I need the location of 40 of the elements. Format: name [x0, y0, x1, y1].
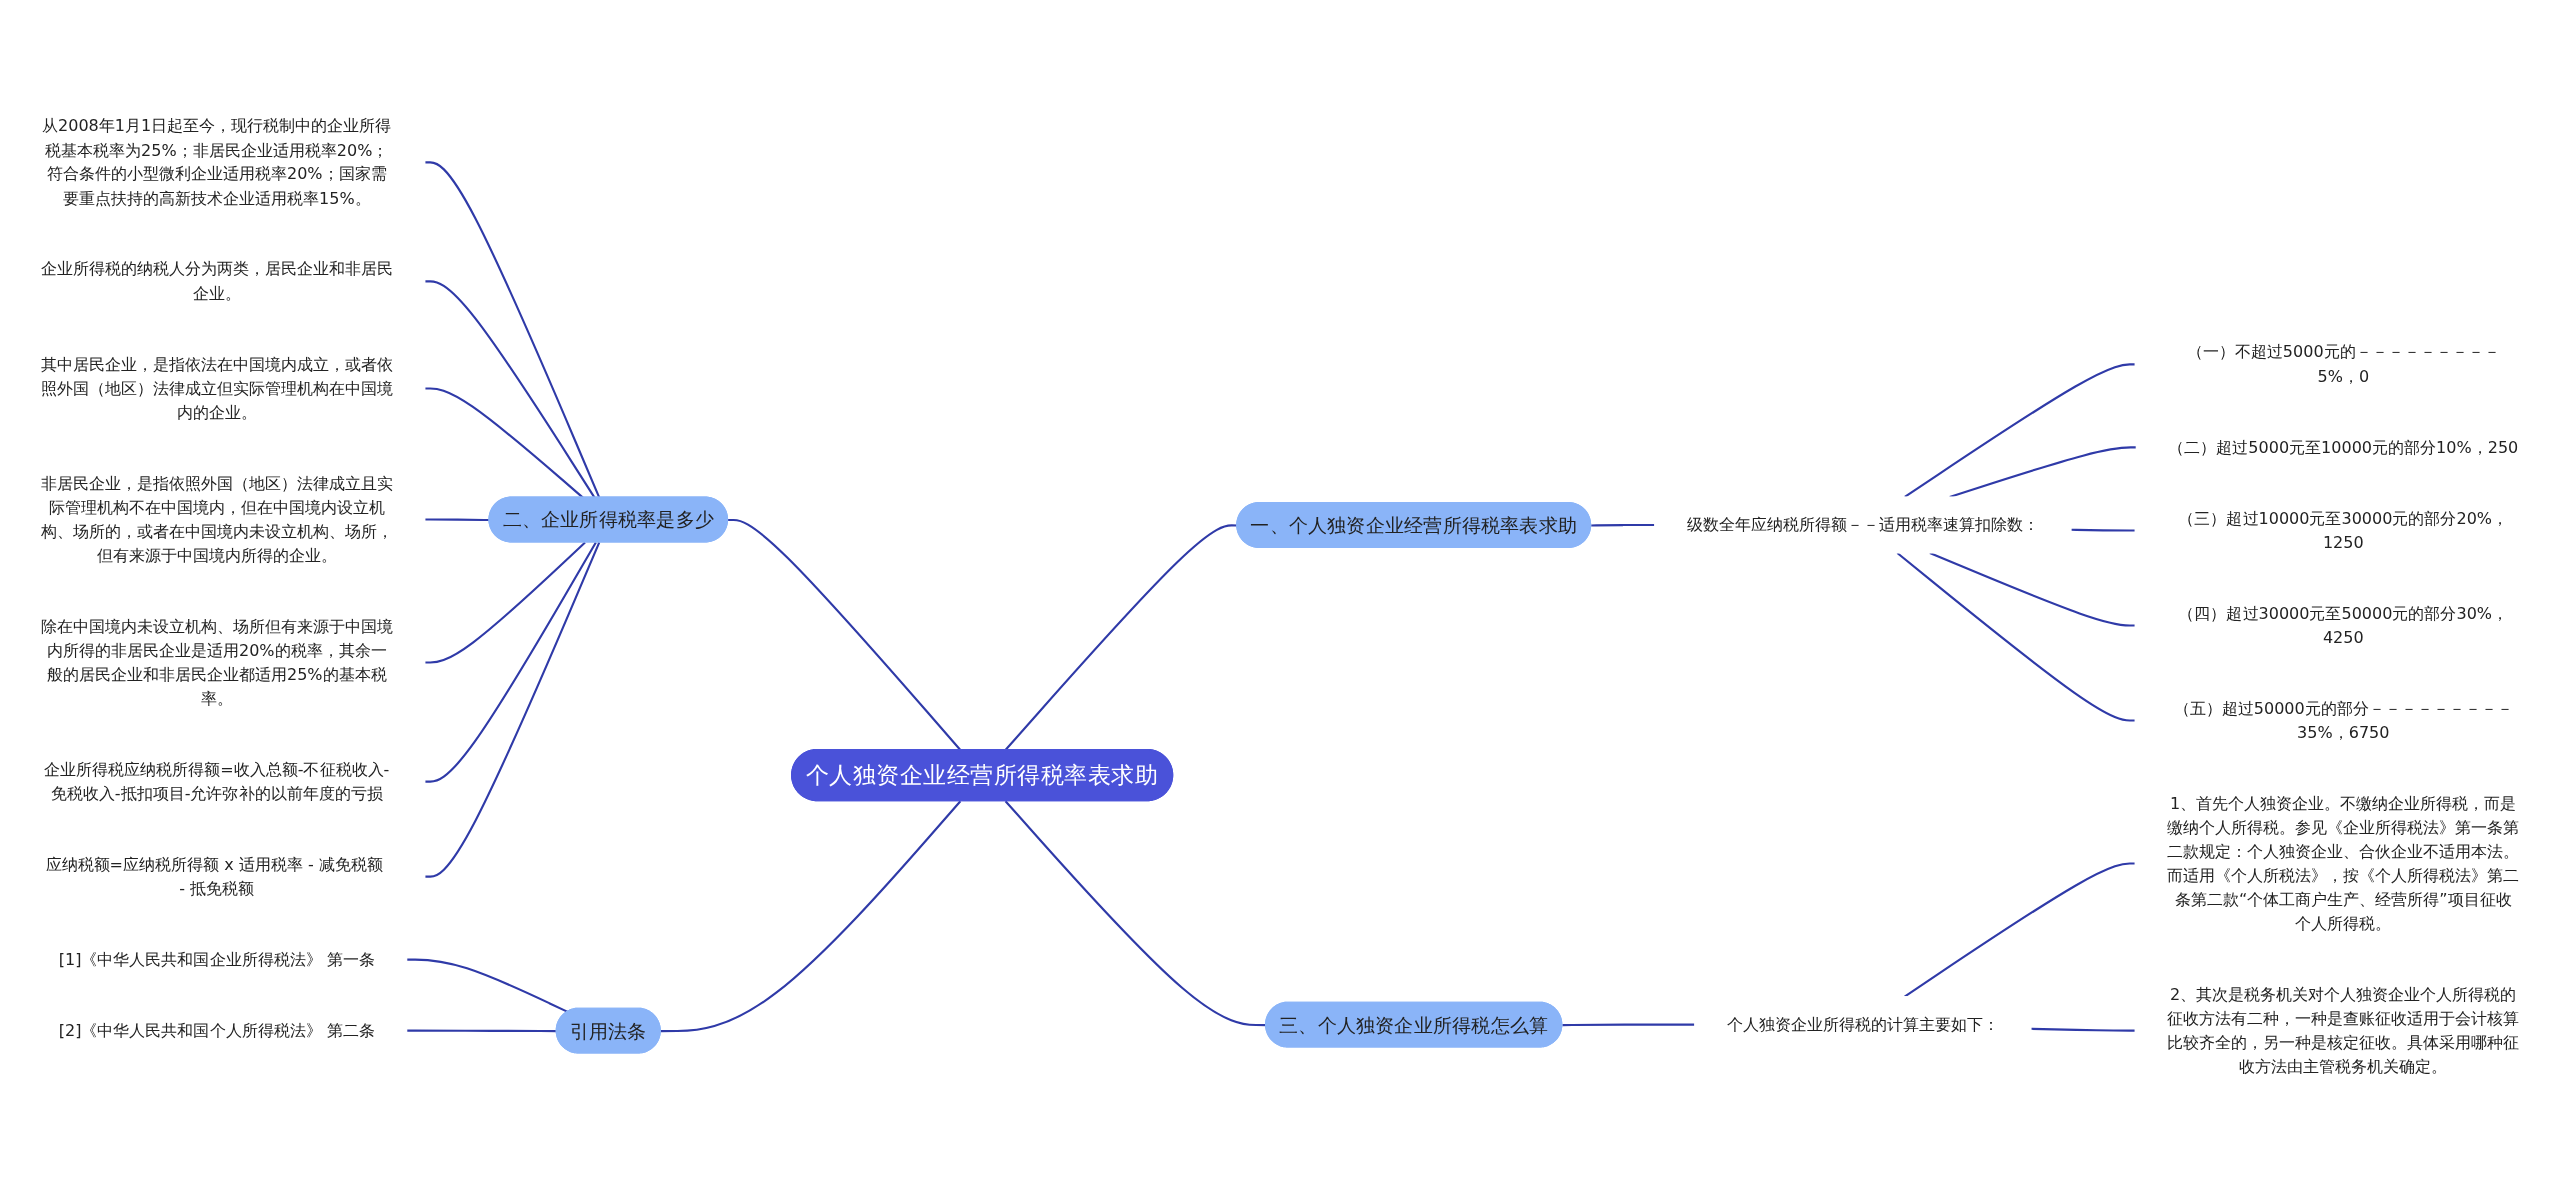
connector [424, 542, 601, 878]
node-text: 2、其次是税务机关对个人独资企业个人所得税的征收方法有二种，一种是查账征收适用于会计核算比较齐全的，另一种是核定征收。具体采用哪种征收方法由主管税务机关确定。 [2167, 984, 2520, 1076]
connector [424, 541, 597, 783]
connector [1004, 524, 1238, 751]
connector [1591, 523, 1655, 527]
connector [1929, 552, 2136, 627]
node-text: 从2008年1月1日起至今，现行税制中的企业所得税基本税率为25%；非居民企业适用税率20%；符合条件的小型微利企业适用税率20%；国家需要重点扶持的高新技术企业适用税率15%。 [42, 116, 392, 208]
connector [2071, 528, 2136, 532]
node-text: （五）超过50000元的部分－－－－－－－－－35%，6750 [2173, 698, 2513, 742]
connector [1904, 862, 2136, 998]
node-text: 非居民企业，是指依照外国（地区）法律成立且实际管理机构不在中国境内，但在中国境内设立机构、场所的，或者在中国境内未设立机构、场所，但有来源于中国境内所得的企业。 [40, 473, 393, 565]
connector [424, 280, 596, 499]
node-text: [1]《中华人民共和国企业所得税法》 第一条 [58, 949, 375, 969]
node-text: 个人独资企业所得税的计算主要如下： [1726, 1014, 1999, 1034]
connector [424, 387, 584, 499]
node-text: 除在中国境内未设立机构、场所但有来源于中国境内所得的非居民企业是适用20%的税率，其余一般的居民企业和非居民企业都适用25%的基本税率。 [40, 616, 393, 708]
connector [1562, 1023, 1695, 1027]
connector [406, 958, 569, 1013]
node-text: [2]《中华人民共和国个人所得税法》 第二条 [58, 1020, 375, 1040]
node-text: 其中居民企业，是指依法在中国境内成立，或者依照外国（地区）法律成立但实际管理机构在中国境内的企业。 [40, 354, 393, 422]
connector [406, 1029, 557, 1033]
node-text: （二）超过5000元至10000元的部分10%，250 [2168, 437, 2519, 457]
node-text: 级数全年应纳税所得额－－适用税率速算扣除数： [1686, 515, 2040, 535]
node-text: 企业所得税的纳税人分为两类，居民企业和非居民企业。 [40, 259, 393, 303]
node-text: （四）超过30000元至50000元的部分30%，4250 [2178, 603, 2509, 647]
connector [1949, 446, 2137, 498]
connector [2031, 1027, 2136, 1032]
connector [424, 541, 586, 664]
node-text: （一）不超过5000元的－－－－－－－－－5%，0 [2186, 342, 2500, 386]
connector [728, 518, 962, 751]
connector [1896, 552, 2136, 722]
connector [424, 518, 490, 522]
connector [1904, 363, 2136, 498]
node-text: 应纳税额=应纳税所得额 x 适用税率 - 减免税额 - 抵免税额 [45, 854, 383, 898]
node-text: 1、首先个人独资企业。不缴纳企业所得税，而是缴纳个人所得税。参见《企业所得税法》第一条第二款规定：个人独资企业、合伙企业不适用本法。而适用《个人所税法》，按《个人所得税法》第二条第二款“个体工商户生产、经营所得”项目征收个人所得税。 [2167, 793, 2520, 933]
node-text: 企业所得税应纳税所得额=收入总额-不征税收入-免税收入-抵扣项目-允许弥补的以前年度的亏损 [44, 759, 390, 803]
connector [424, 161, 601, 499]
node-text: （三）超过10000元至30000元的部分20%，1250 [2178, 508, 2509, 552]
connector [660, 800, 962, 1033]
connector [1004, 800, 1267, 1027]
